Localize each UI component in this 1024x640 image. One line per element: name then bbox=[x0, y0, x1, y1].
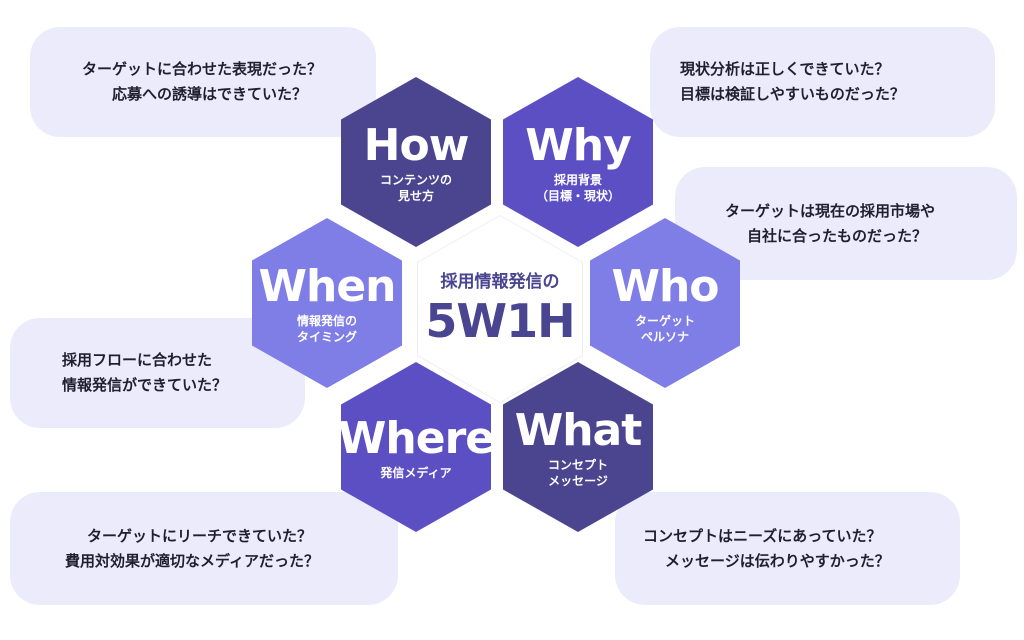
what-question-line2: メッセージは伝わりやすかった？ bbox=[665, 551, 890, 570]
hexagon-why-word: Why bbox=[525, 120, 632, 171]
how-question-bubble: ターゲットに合わせた表現だった？ 応募への誘導はできていた？ bbox=[30, 27, 376, 137]
hexagon-how-word: How bbox=[363, 120, 470, 171]
what-question-line1: コンセプトはニーズにあっていた？ bbox=[643, 526, 882, 545]
center-title: 採用情報発信の bbox=[440, 272, 560, 292]
hexagon-where: Where 発信メディア bbox=[341, 362, 491, 532]
hexagon-how-sub1: コンテンツの bbox=[379, 173, 452, 187]
hexagon-what-sub1: コンセプト bbox=[547, 458, 608, 472]
who-question-line1: ターゲットは現在の採用市場や bbox=[725, 201, 936, 220]
where-question-line2: 費用対効果が適切なメディアだった？ bbox=[65, 551, 319, 570]
why-question-line2: 目標は検証しやすいものだった？ bbox=[680, 85, 905, 103]
center-hexagon-inner: 採用情報発信の 5W1H bbox=[418, 216, 582, 402]
why-question-bubble: 現状分析は正しくできていた？ 目標は検証しやすいものだった？ bbox=[650, 27, 995, 137]
where-question-bubble: ターゲットにリーチできていた？ 費用対効果が適切なメディアだった？ bbox=[10, 492, 398, 605]
hexagon-when-sub2: タイミング bbox=[296, 330, 357, 344]
what-question-bubble: コンセプトはニーズにあっていた？ メッセージは伝わりやすかった？ bbox=[615, 492, 960, 605]
hexagon-when-sub1: 情報発信の bbox=[296, 314, 357, 328]
hexagon-who-sub2: ペルソナ bbox=[640, 330, 689, 344]
hexagon-who-word: Who bbox=[611, 261, 719, 312]
hexagon-where-word: Where bbox=[337, 413, 495, 464]
hexagon-how-sub2: 見せ方 bbox=[397, 189, 434, 203]
hexagon-why-sub2: （目標・現状） bbox=[535, 189, 620, 203]
hexagon-why-sub1: 採用背景 bbox=[553, 173, 602, 187]
hexagon-why: Why 採用背景 （目標・現状） bbox=[503, 77, 653, 247]
hexagon-who-sub1: ターゲット bbox=[634, 314, 695, 328]
why-question-line1: 現状分析は正しくできていた？ bbox=[680, 60, 890, 78]
where-question-line1: ターゲットにリーチできていた？ bbox=[87, 526, 313, 545]
hexagon-where-sub1: 発信メディア bbox=[380, 466, 452, 480]
hexagon-what-word: What bbox=[514, 405, 643, 456]
how-question-line1: ターゲットに合わせた表現だった？ bbox=[82, 60, 323, 78]
when-question-line2: 情報発信ができていた？ bbox=[62, 376, 228, 394]
when-question-line1: 採用フローに合わせた bbox=[62, 351, 213, 369]
how-question-line2: 応募への誘導はできていた？ bbox=[112, 85, 308, 103]
hexagon-what: What コンセプト メッセージ bbox=[503, 362, 653, 532]
hexagon-what-sub2: メッセージ bbox=[548, 474, 608, 488]
hexagon-when-word: When bbox=[258, 261, 396, 312]
center-main-label: 5W1H bbox=[425, 294, 575, 348]
who-question-line2: 自社に合ったものだった？ bbox=[747, 226, 928, 245]
